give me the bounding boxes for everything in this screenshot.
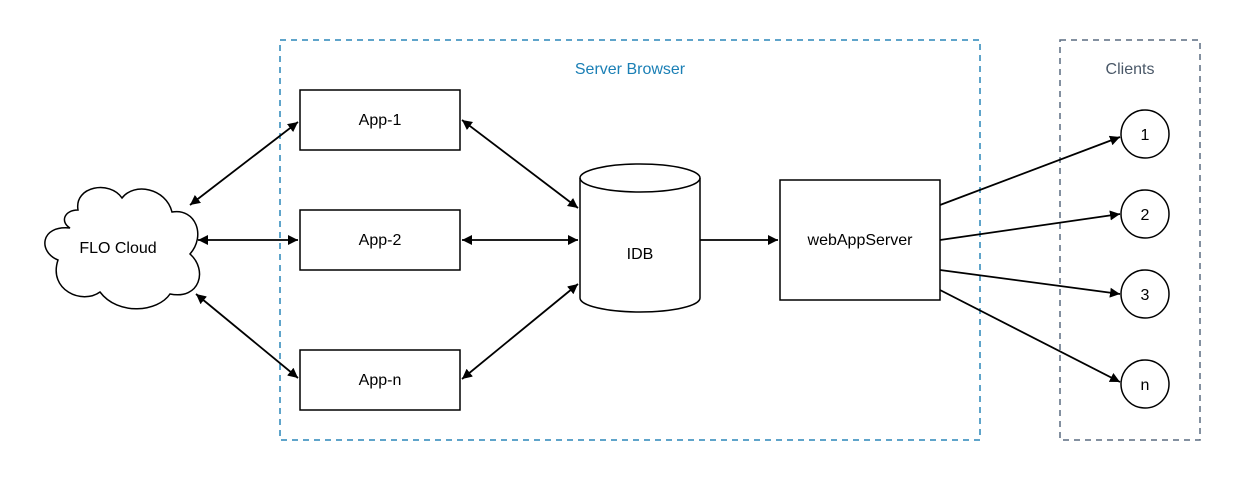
app-n-box	[299, 349, 461, 411]
client-1-circle	[1120, 109, 1170, 159]
client-2-label: 2	[1141, 207, 1150, 224]
server-client1-arrow	[939, 135, 1121, 206]
idb-cylinder	[579, 163, 701, 313]
server-client2-arrow	[939, 210, 1121, 241]
cloud-appn-arrow	[195, 293, 299, 379]
client-n-label: n	[1141, 377, 1150, 394]
server-client3-arrow	[939, 269, 1121, 298]
clients-label: Clients	[1106, 61, 1155, 78]
app-2-label: App-2	[359, 232, 402, 249]
app-1-box	[299, 89, 461, 151]
clients-group	[1059, 39, 1201, 441]
client-3-label: 3	[1141, 287, 1150, 304]
server-clientn-arrow	[939, 289, 1121, 383]
app-1-label: App-1	[359, 112, 402, 129]
appn-idb-arrow	[461, 283, 579, 380]
flo-cloud-label: FLO Cloud	[79, 240, 156, 257]
flo-cloud-shape	[44, 186, 201, 310]
cloud-app1-arrow	[189, 121, 299, 206]
idb-label: IDB	[627, 246, 654, 263]
app-2-box	[299, 209, 461, 271]
web-app-server-label: webAppServer	[807, 232, 914, 249]
client-3-circle	[1120, 269, 1170, 319]
app1-idb-arrow	[461, 119, 579, 209]
web-app-server-box	[779, 179, 941, 301]
client-1-label: 1	[1141, 127, 1150, 144]
client-2-circle	[1120, 189, 1170, 239]
app-n-label: App-n	[359, 372, 402, 389]
server-browser-label: Server Browser	[575, 61, 686, 78]
idb-cylinder-top-rim	[579, 177, 701, 193]
client-n-circle	[1120, 359, 1170, 409]
